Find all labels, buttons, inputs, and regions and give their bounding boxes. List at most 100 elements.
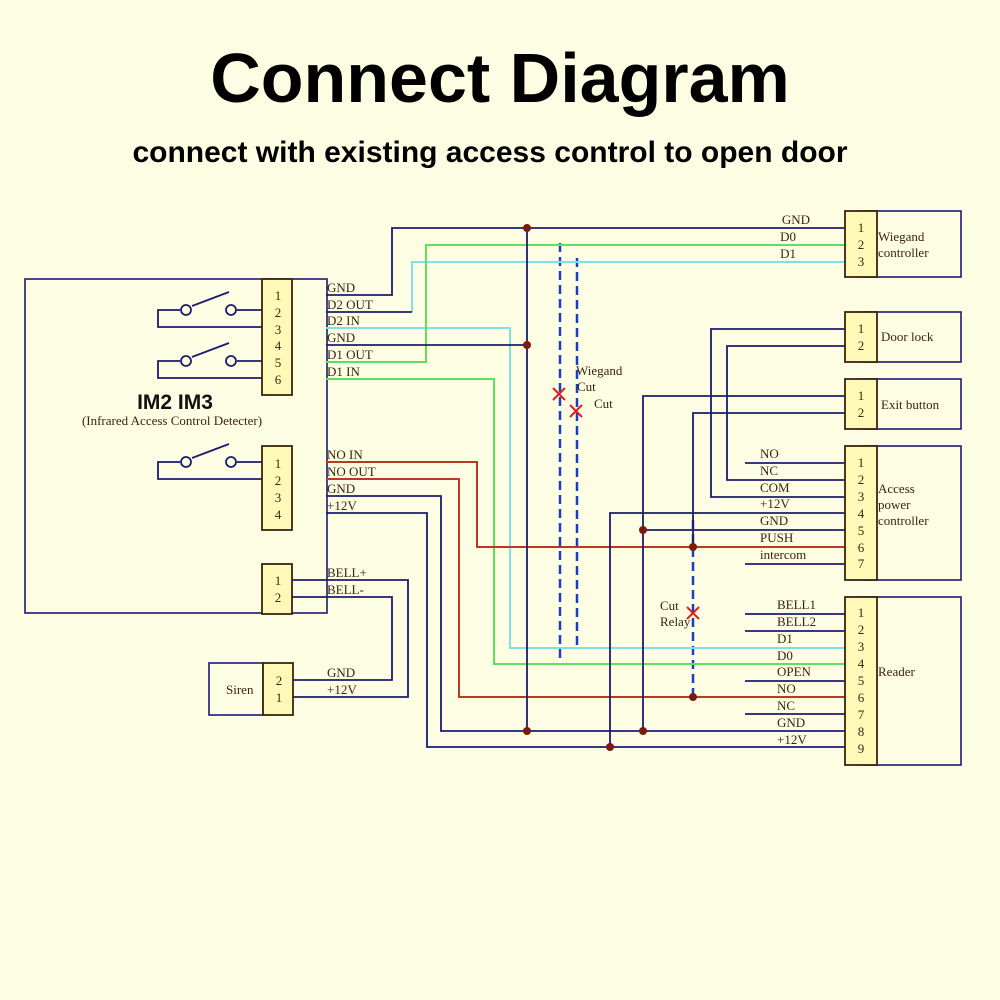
junction-dots: [523, 224, 697, 751]
access-power-pin: 3: [858, 489, 865, 504]
switch-3-icon: [157, 443, 262, 480]
reader-label: BELL2: [777, 614, 816, 629]
access-power-label: NC: [760, 463, 778, 478]
detector-b3-label: BELL-: [327, 582, 364, 597]
reader-pin: 2: [858, 622, 865, 637]
wires-red: [326, 461, 845, 698]
access-power-label: COM: [760, 480, 790, 495]
switch-2-icon: [157, 342, 262, 379]
wiegand-label: D1: [780, 246, 796, 261]
detector-b2-pin: 2: [275, 473, 282, 488]
detector-b3-label: BELL+: [327, 565, 367, 580]
wires-blue: [292, 227, 845, 748]
access-power-pin: 2: [858, 472, 865, 487]
detector-b2-label: NO OUT: [327, 464, 376, 479]
siren-name: Siren: [226, 682, 254, 697]
detector-b2-label: GND: [327, 481, 355, 496]
exit-button-terminal-block: [844, 378, 878, 430]
detector-terminal-block-1: [261, 278, 293, 396]
detector-b1-pin: 1: [275, 288, 282, 303]
siren-label: GND: [327, 665, 355, 680]
detector-b2-pin: 1: [275, 456, 282, 471]
reader-label: BELL1: [777, 597, 816, 612]
reader-label: GND: [777, 715, 805, 730]
siren-pin: 1: [276, 690, 283, 705]
siren-label: +12V: [327, 682, 357, 697]
wiegand-cut-label: Wiegand: [576, 363, 623, 378]
detector-b1-label: D2 IN: [327, 313, 360, 328]
access-power-name-line1: Access: [878, 481, 915, 496]
detector-b1-pin: 2: [275, 305, 282, 320]
detector-terminal-block-3: [261, 563, 293, 615]
detector-b1-pin: 5: [275, 355, 282, 370]
access-power-pin: 6: [858, 540, 865, 555]
reader-pin: 3: [858, 639, 865, 654]
access-power-label: +12V: [760, 496, 790, 511]
access-power-name-line3: controller: [878, 513, 929, 528]
cut-dashed-lines: [558, 243, 695, 700]
wiegand-pin: 2: [858, 237, 865, 252]
reader-pin: 6: [858, 690, 865, 705]
page-title: Connect Diagram: [210, 39, 790, 117]
access-power-pin: 7: [858, 556, 865, 571]
reader-label: NC: [777, 698, 795, 713]
wiegand-cut-label: Cut: [594, 396, 613, 411]
relay-cut-label: Cut: [660, 598, 679, 613]
detector-b2-pin: 3: [275, 490, 282, 505]
wiegand-label: D0: [780, 229, 796, 244]
access-power-label: PUSH: [760, 530, 793, 545]
siren-terminal-block: [262, 662, 294, 716]
wiegand-cut-label: Cut: [577, 379, 596, 394]
detector-name: IM2 IM3: [137, 391, 213, 414]
reader-label: D0: [777, 648, 793, 663]
wiegand-pin: 3: [858, 254, 865, 269]
detector-b1-label: D1 OUT: [327, 347, 373, 362]
wiegand-label: GND: [782, 212, 810, 227]
detector-b1-label: GND: [327, 280, 355, 295]
access-power-pin: 5: [858, 523, 865, 538]
wires-cyan: [326, 261, 845, 649]
reader-pin: 8: [858, 724, 865, 739]
detector-b2-label: NO IN: [327, 447, 363, 462]
detector-b1-label: D2 OUT: [327, 297, 373, 312]
reader-label: OPEN: [777, 664, 812, 679]
exit-button-pin: 1: [858, 388, 865, 403]
reader-terminal-block: [844, 596, 878, 766]
wiegand-pin: 1: [858, 220, 865, 235]
reader-name: Reader: [878, 664, 915, 679]
page-subtitle: connect with existing access control to …: [132, 136, 848, 169]
wiegand-terminal-block: [844, 210, 878, 278]
reader-pin: 4: [858, 656, 865, 671]
detector-b3-pin: 1: [275, 573, 282, 588]
door-lock-pin: 2: [858, 338, 865, 353]
wires-green: [326, 244, 845, 665]
reader-pin: 9: [858, 741, 865, 756]
access-power-label: GND: [760, 513, 788, 528]
reader-pin: 7: [858, 707, 865, 722]
relay-cut-label: Relay: [660, 614, 691, 629]
detector-b1-pin: 4: [275, 338, 282, 353]
access-power-pin: 1: [858, 455, 865, 470]
exit-button-pin: 2: [858, 405, 865, 420]
door-lock-terminal-block: [844, 311, 878, 363]
switch-1-icon: [157, 291, 262, 328]
detector-terminal-block-2: [261, 445, 293, 531]
access-power-terminal-block: [844, 445, 878, 581]
reader-pin: 5: [858, 673, 865, 688]
wiegand-name-line1: Wiegand: [878, 229, 925, 244]
detector-b1-pin: 6: [275, 372, 282, 387]
detector-description: (Infrared Access Control Detecter): [82, 413, 262, 428]
reader-label: D1: [777, 631, 793, 646]
access-power-pin: 4: [858, 506, 865, 521]
reader-label: NO: [777, 681, 796, 696]
door-lock-pin: 1: [858, 321, 865, 336]
detector-b3-pin: 2: [275, 590, 282, 605]
door-lock-name: Door lock: [881, 329, 934, 344]
detector-b2-label: +12V: [327, 498, 357, 513]
cut-x-marks: [552, 387, 700, 620]
detector-b2-pin: 4: [275, 507, 282, 522]
reader-label: +12V: [777, 732, 807, 747]
reader-pin: 1: [858, 605, 865, 620]
